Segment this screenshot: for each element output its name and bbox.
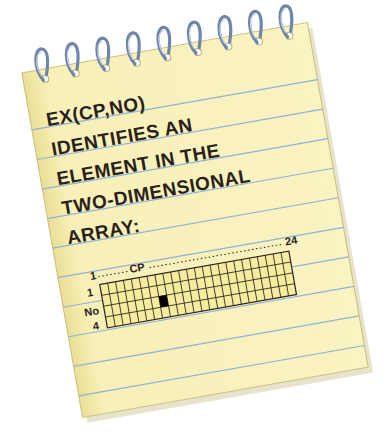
axis-label: No bbox=[83, 304, 100, 319]
notepad: EX(CP,NO) IDENTIFIES AN ELEMENT IN THE T… bbox=[22, 22, 368, 417]
axis-label: CP bbox=[128, 261, 145, 276]
axis-label: 24 bbox=[284, 234, 298, 249]
